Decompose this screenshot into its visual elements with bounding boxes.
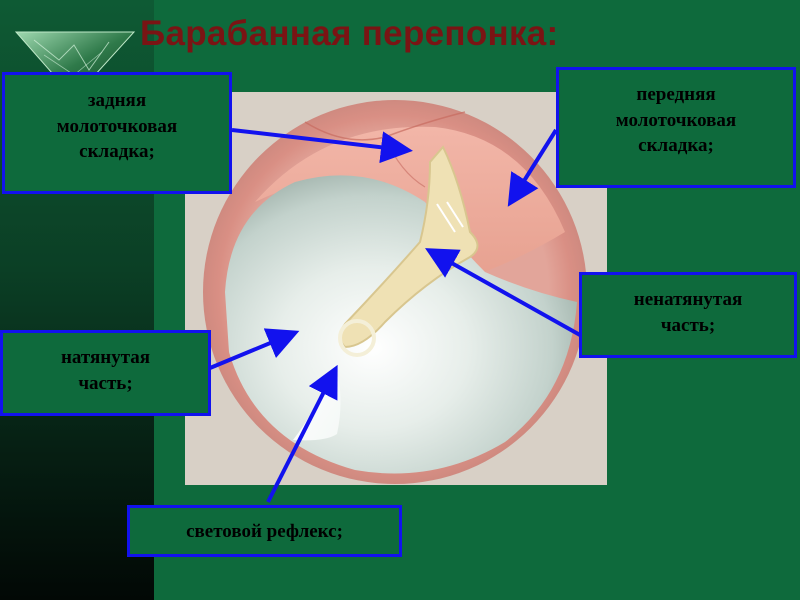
label-flaccid-part-line2: часть; (660, 314, 716, 336)
green-triangle-logo-icon (14, 31, 136, 99)
label-anterior-fold: передняя молоточковая складка; (556, 67, 796, 188)
arrow-posterior-fold (231, 128, 413, 164)
label-tense-part: натянутая часть; (0, 330, 211, 416)
label-posterior-fold-line2: молоточковая (56, 115, 178, 137)
label-posterior-fold: задняя молоточковая складка; (2, 72, 232, 194)
label-light-reflex-line1: световой рефлекс; (186, 521, 343, 542)
label-anterior-fold-line2: молоточковая (615, 109, 737, 131)
label-tense-part-line2: часть; (78, 372, 133, 394)
slide-title: Барабанная перепонка: (140, 14, 559, 53)
label-anterior-fold-line3: складка; (638, 135, 714, 157)
arrow-tense-part (209, 328, 300, 370)
label-light-reflex: световой рефлекс; (127, 505, 402, 557)
label-posterior-fold-line1: задняя (87, 90, 147, 111)
label-flaccid-part: ненатянутая часть; (579, 272, 797, 358)
arrow-flaccid-part (425, 248, 581, 337)
label-posterior-fold-line3: складка; (79, 141, 155, 163)
label-flaccid-part-line1: ненатянутая (633, 289, 743, 310)
arrow-light-reflex (266, 364, 338, 503)
label-tense-part-line1: натянутая (60, 347, 151, 368)
arrow-anterior-fold (507, 128, 558, 207)
label-anterior-fold-line1: передняя (636, 84, 716, 105)
